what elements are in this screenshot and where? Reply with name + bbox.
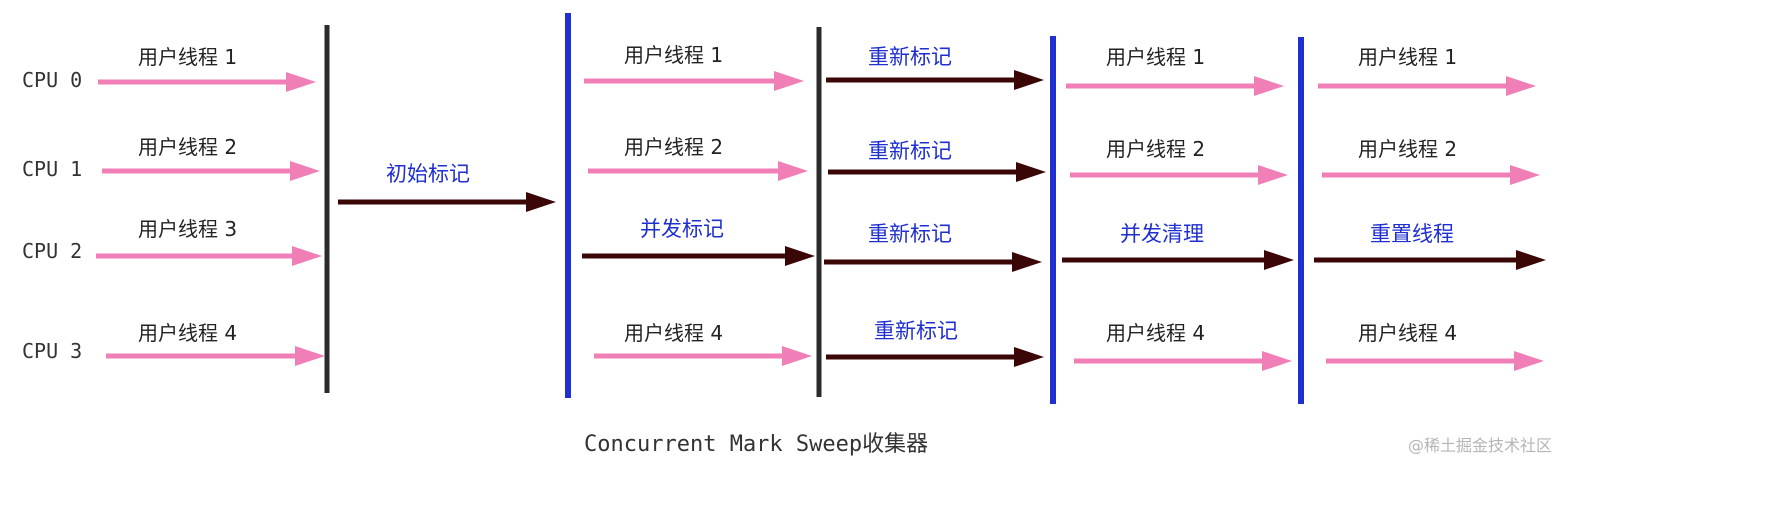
- remark-arrow-cpu2: [824, 252, 1042, 272]
- concurrent-sweep-label: 并发清理: [1120, 222, 1204, 246]
- seg5-thread-1-label: 用户线程 1: [1106, 45, 1206, 69]
- seg3-arrow-cpu0: [584, 71, 804, 91]
- seg3-thread-1-label: 用户线程 1: [624, 43, 724, 67]
- seg6-thread-4-label: 用户线程 4: [1358, 321, 1458, 345]
- remark-label-2: 重新标记: [868, 139, 952, 163]
- remark-arrow-cpu3: [826, 347, 1044, 367]
- remark-arrow-cpu0: [826, 70, 1044, 90]
- seg1-thread-2-label: 用户线程 2: [138, 135, 238, 159]
- initial-mark-arrow: [338, 192, 556, 212]
- cpu-1-label: CPU 1: [22, 157, 83, 181]
- cpu-0-label: CPU 0: [22, 68, 83, 92]
- cpu-3-label: CPU 3: [22, 339, 83, 363]
- concurrent-mark-arrow: [582, 246, 815, 266]
- seg5-arrow-cpu3: [1074, 351, 1292, 371]
- seg3-thread-4-label: 用户线程 4: [624, 321, 724, 345]
- cpu-2-label: CPU 2: [22, 239, 83, 263]
- seg3-thread-2-label: 用户线程 2: [624, 135, 724, 159]
- initial-mark-label: 初始标记: [386, 162, 470, 186]
- seg6-arrow-cpu3: [1326, 351, 1544, 371]
- seg1-thread-4-label: 用户线程 4: [138, 321, 238, 345]
- seg3-arrow-cpu3: [594, 346, 812, 366]
- seg1-thread-1-label: 用户线程 1: [138, 45, 238, 69]
- seg5-thread-2-label: 用户线程 2: [1106, 137, 1206, 161]
- seg5-thread-4-label: 用户线程 4: [1106, 321, 1206, 345]
- remark-arrow-cpu1: [828, 162, 1046, 182]
- seg6-thread-2-label: 用户线程 2: [1358, 137, 1458, 161]
- seg6-arrow-cpu0: [1318, 76, 1536, 96]
- reset-threads-label: 重置线程: [1370, 222, 1454, 246]
- seg1-arrow-cpu1: [102, 161, 320, 181]
- remark-label-1: 重新标记: [868, 45, 952, 69]
- seg1-thread-3-label: 用户线程 3: [138, 217, 238, 241]
- seg5-arrow-cpu1: [1070, 165, 1288, 185]
- concurrent-sweep-arrow: [1062, 250, 1294, 270]
- seg6-thread-1-label: 用户线程 1: [1358, 45, 1458, 69]
- seg1-arrow-cpu0: [98, 72, 316, 92]
- remark-label-4: 重新标记: [874, 319, 958, 343]
- concurrent-mark-label: 并发标记: [640, 217, 724, 241]
- seg1-arrow-cpu3: [106, 346, 325, 366]
- reset-threads-arrow: [1314, 250, 1546, 270]
- seg5-arrow-cpu0: [1066, 76, 1284, 96]
- seg3-arrow-cpu1: [588, 161, 808, 181]
- seg1-arrow-cpu2: [96, 246, 322, 266]
- diagram-caption: Concurrent Mark Sweep收集器: [584, 432, 929, 457]
- seg6-arrow-cpu1: [1322, 165, 1540, 185]
- watermark: @稀土掘金技术社区: [1408, 436, 1553, 455]
- remark-label-3: 重新标记: [868, 222, 952, 246]
